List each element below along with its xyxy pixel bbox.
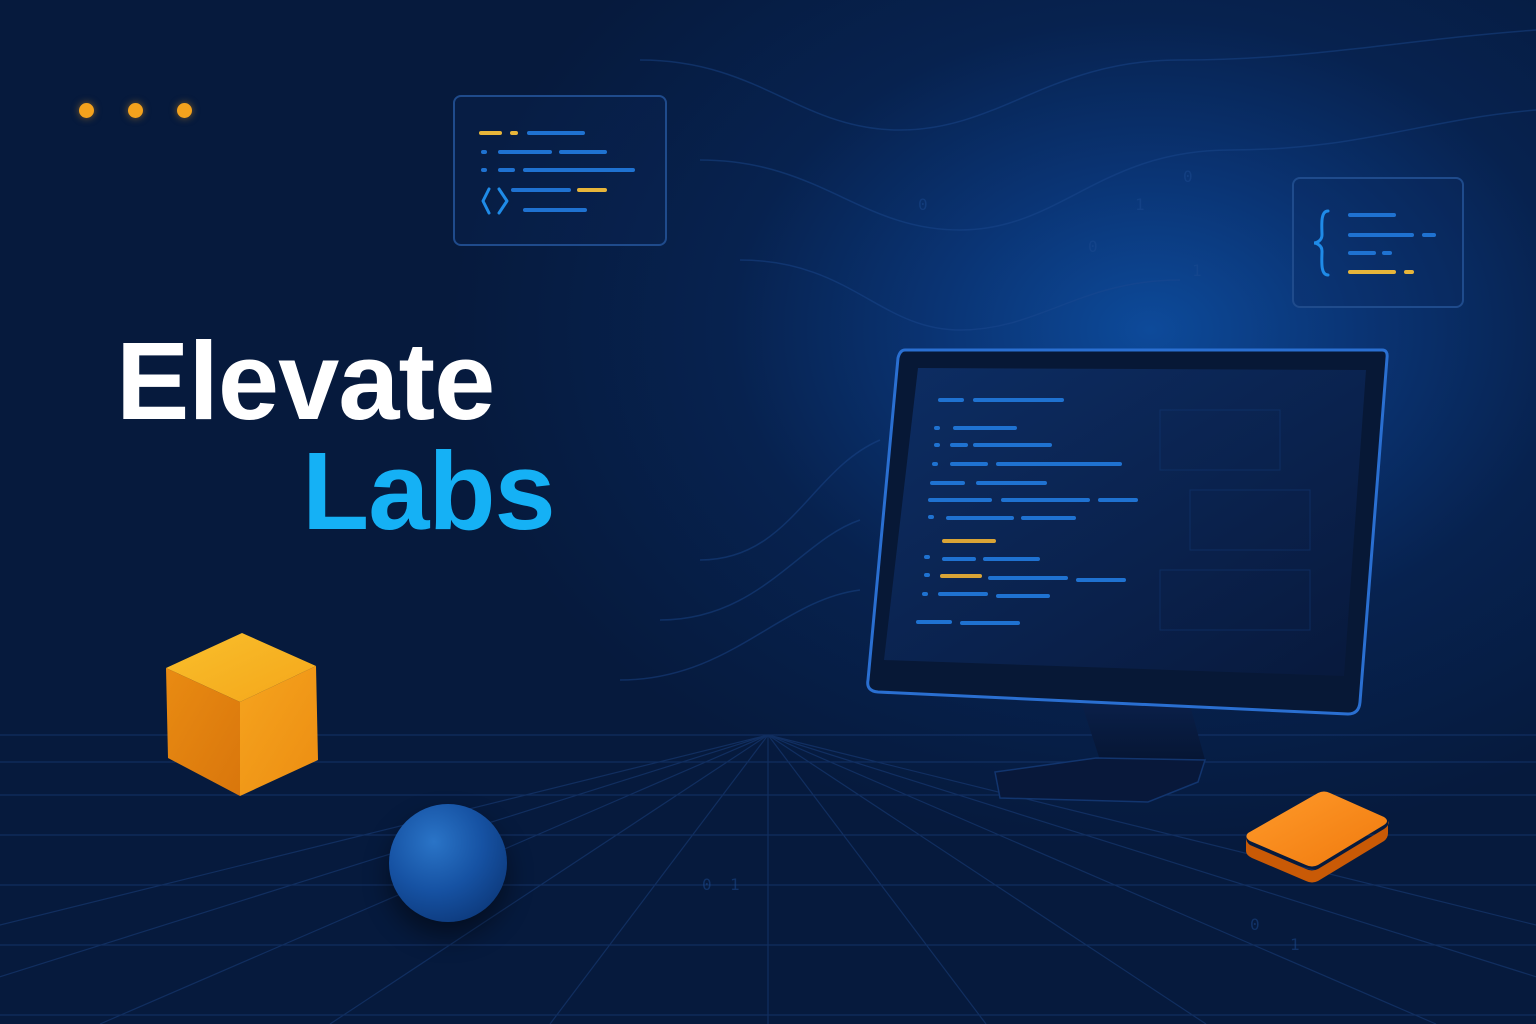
svg-text:1: 1 <box>730 875 740 894</box>
curly-brace-icon <box>1313 209 1330 277</box>
window-dots <box>79 103 192 118</box>
sphere-illustration <box>389 804 507 922</box>
brand-title-line1: Elevate <box>116 320 495 443</box>
brand-title-line2: Labs <box>302 430 556 553</box>
screen-code-lines <box>916 398 1138 625</box>
svg-text:0: 0 <box>1250 915 1260 934</box>
code-card-small <box>453 95 667 246</box>
monitor-illustration <box>866 348 1389 803</box>
monitor-base <box>994 757 1207 803</box>
code-card-right <box>1292 177 1464 308</box>
tile-illustration <box>1246 791 1389 883</box>
svg-text:0: 0 <box>1183 167 1193 186</box>
cube-illustration <box>166 633 318 796</box>
dot-icon <box>177 103 192 118</box>
monitor-stand <box>1082 705 1205 760</box>
svg-text:0: 0 <box>918 195 928 214</box>
code-lines-illustration <box>479 131 635 215</box>
angle-brackets-icon <box>481 187 509 215</box>
svg-text:0: 0 <box>1088 237 1098 256</box>
dot-icon <box>79 103 94 118</box>
dot-icon <box>128 103 143 118</box>
svg-text:1: 1 <box>1135 195 1145 214</box>
brand-title: Elevate Labs <box>116 320 556 553</box>
code-lines-illustration <box>1313 209 1436 277</box>
svg-text:0: 0 <box>702 875 712 894</box>
svg-text:1: 1 <box>1192 261 1202 280</box>
svg-text:1: 1 <box>1290 935 1300 954</box>
